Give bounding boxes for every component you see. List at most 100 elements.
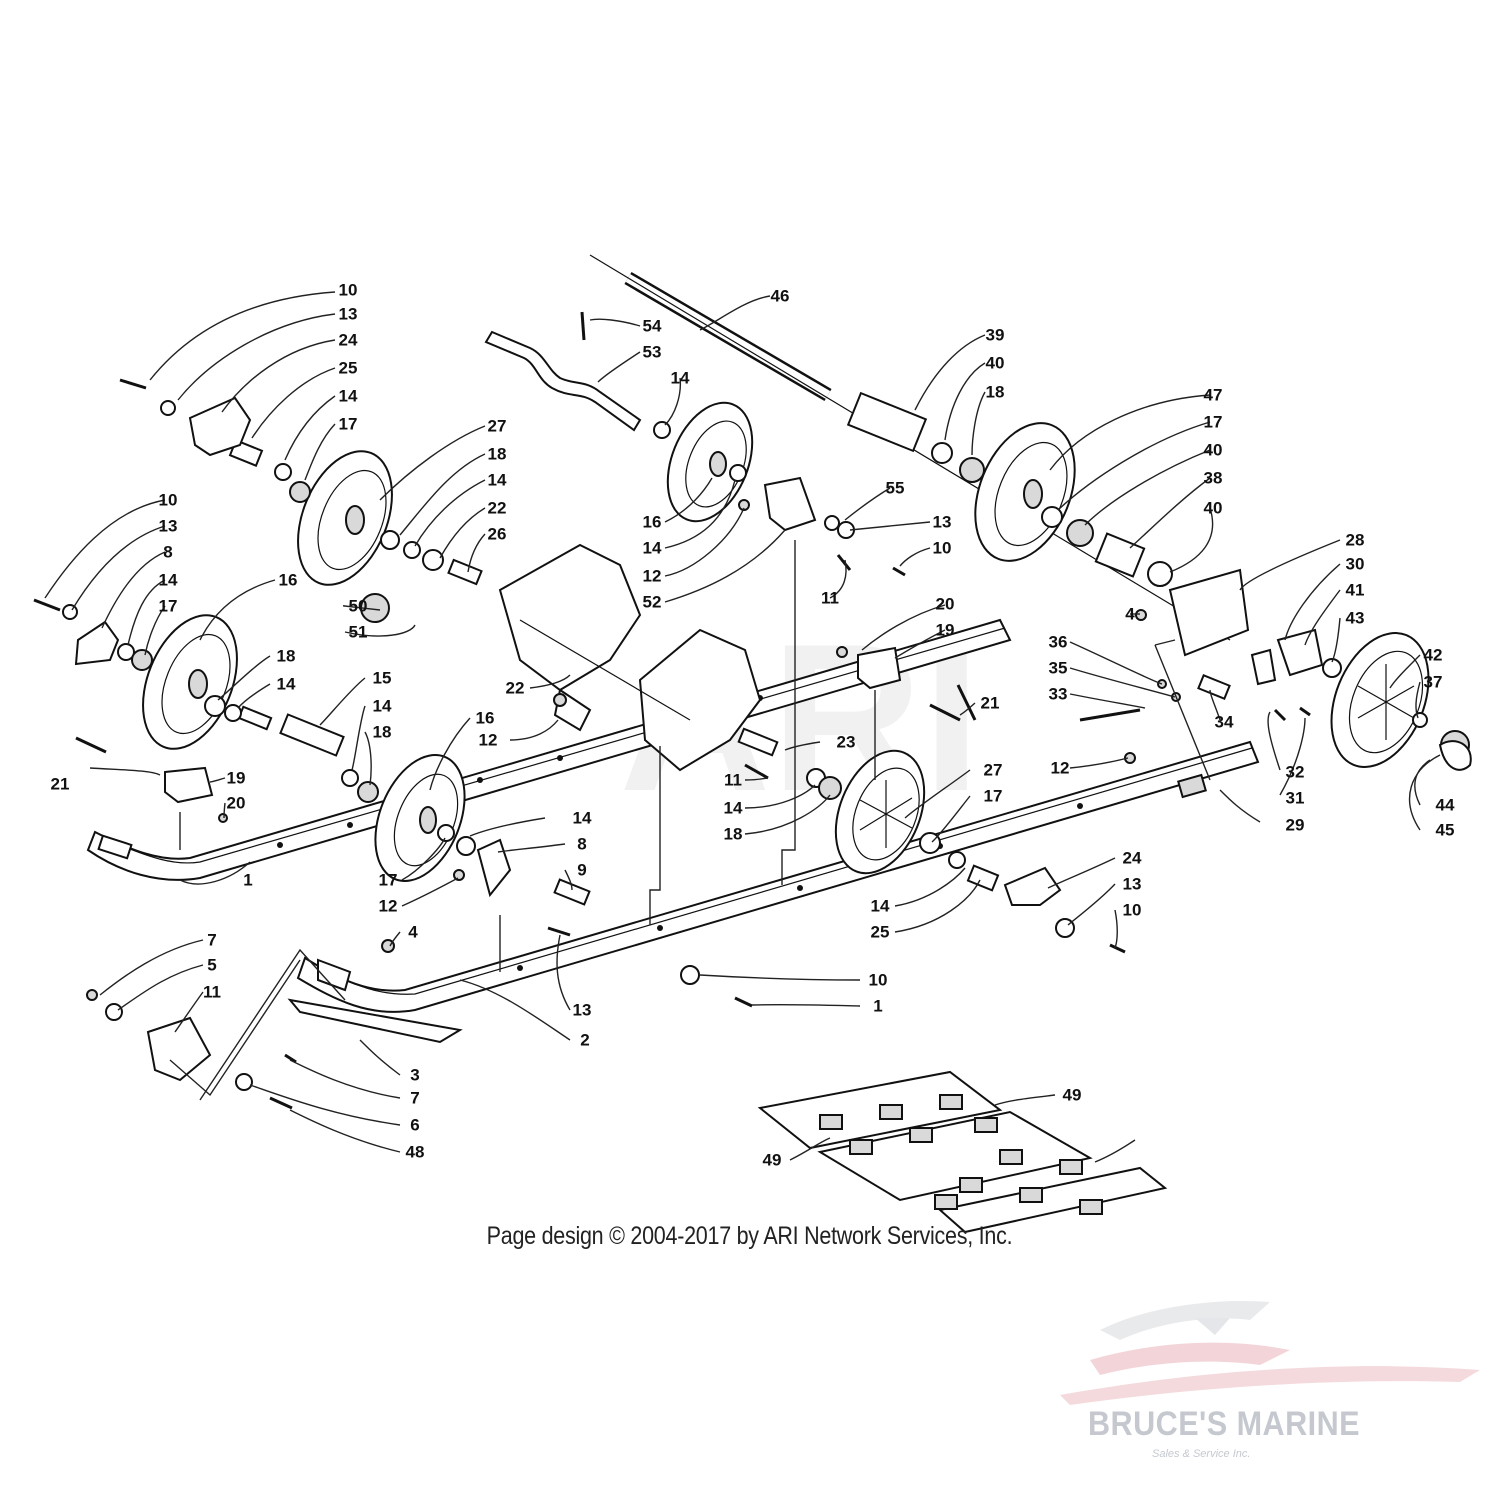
callout-18: 18 <box>373 723 392 742</box>
callout-53: 53 <box>643 343 662 362</box>
callout-23: 23 <box>837 733 856 752</box>
callout-20: 20 <box>936 595 955 614</box>
callout-46: 46 <box>771 287 790 306</box>
callout-36: 36 <box>1049 633 1068 652</box>
spacers-and-bushings <box>228 391 1231 906</box>
callout-30: 30 <box>1346 555 1365 574</box>
callout-21: 21 <box>51 775 70 794</box>
callout-4: 4 <box>1125 605 1135 624</box>
callout-25: 25 <box>871 923 890 942</box>
callout-10: 10 <box>869 971 888 990</box>
callout-33: 33 <box>1049 685 1068 704</box>
callout-34: 34 <box>1215 713 1234 732</box>
rail-clip <box>97 834 133 860</box>
callout-22: 22 <box>488 499 507 518</box>
callout-21: 21 <box>981 694 1000 713</box>
callout-14: 14 <box>339 387 358 406</box>
callout-15: 15 <box>373 669 392 688</box>
callout-13: 13 <box>339 305 358 324</box>
callout-1: 1 <box>873 997 882 1016</box>
brand-logo <box>1060 1300 1480 1405</box>
callout-2: 2 <box>580 1031 589 1050</box>
callout-47: 47 <box>1204 386 1223 405</box>
callout-17: 17 <box>159 597 178 616</box>
callout-11: 11 <box>724 771 742 790</box>
pivot-frame <box>498 543 762 772</box>
callout-28: 28 <box>1346 531 1365 550</box>
callout-51: 51 <box>349 623 368 642</box>
callout-25: 25 <box>339 359 358 378</box>
callout-9: 9 <box>577 861 586 880</box>
callout-38: 38 <box>1204 469 1223 488</box>
callout-14: 14 <box>373 697 392 716</box>
callout-13: 13 <box>573 1001 592 1020</box>
callout-37: 37 <box>1424 673 1443 692</box>
callout-16: 16 <box>279 571 298 590</box>
callout-54: 54 <box>643 317 662 336</box>
callout-10: 10 <box>933 539 952 558</box>
callout-8: 8 <box>163 543 172 562</box>
callout-49: 49 <box>763 1151 782 1170</box>
torque-arm <box>484 330 642 432</box>
callout-12: 12 <box>479 731 498 750</box>
bolts <box>33 311 1311 1110</box>
callout-19: 19 <box>227 769 246 788</box>
callout-11: 11 <box>821 589 839 608</box>
callout-10: 10 <box>1123 901 1142 920</box>
callout-55: 55 <box>886 479 905 498</box>
callout-13: 13 <box>933 513 952 532</box>
callout-17: 17 <box>984 787 1003 806</box>
callout-26: 26 <box>488 525 507 544</box>
callout-32: 32 <box>1286 763 1305 782</box>
callout-4: 4 <box>408 923 418 942</box>
callout-14: 14 <box>159 571 178 590</box>
callout-20: 20 <box>227 794 246 813</box>
wheel-42-spoked <box>1330 632 1430 768</box>
wheel-47 <box>974 422 1076 562</box>
callout-8: 8 <box>577 835 586 854</box>
callout-14: 14 <box>277 675 296 694</box>
callout-12: 12 <box>379 897 398 916</box>
rail-bracket <box>1177 773 1207 799</box>
callout-43: 43 <box>1346 609 1365 628</box>
callout-41: 41 <box>1346 581 1365 600</box>
callout-40: 40 <box>1204 441 1223 460</box>
callout-5: 5 <box>207 956 216 975</box>
callout-17: 17 <box>379 871 398 890</box>
callout-18: 18 <box>488 445 507 464</box>
callout-10: 10 <box>339 281 358 300</box>
wheel-27-lower-spoked <box>834 749 926 875</box>
callout-12: 12 <box>1051 759 1070 778</box>
wheel-16-top <box>666 401 754 523</box>
callout-17: 17 <box>339 415 358 434</box>
callout-49: 49 <box>1063 1086 1082 1105</box>
callout-29: 29 <box>1286 816 1305 835</box>
watermark-brand-name: BRUCE'S MARINE <box>1088 1405 1360 1443</box>
callout-7: 7 <box>410 1089 419 1108</box>
callout-42: 42 <box>1424 646 1443 665</box>
callout-45: 45 <box>1436 821 1455 840</box>
callout-11: 11 <box>203 983 221 1002</box>
callout-13: 13 <box>159 517 178 536</box>
callout-6: 6 <box>410 1116 419 1135</box>
callout-40: 40 <box>986 354 1005 373</box>
callout-14: 14 <box>573 809 592 828</box>
wheel-16-left <box>142 614 238 750</box>
callout-1: 1 <box>243 871 252 890</box>
callout-7: 7 <box>207 931 216 950</box>
copyright-notice: Page design © 2004-2017 by ARI Network S… <box>486 1222 1013 1250</box>
callout-14: 14 <box>643 539 662 558</box>
track-section <box>757 1070 1168 1234</box>
callout-12: 12 <box>643 567 662 586</box>
callout-31: 31 <box>1286 789 1305 808</box>
callout-16: 16 <box>643 513 662 532</box>
callout-24: 24 <box>1123 849 1142 868</box>
callout-14: 14 <box>488 471 507 490</box>
callout-18: 18 <box>724 825 743 844</box>
callout-50: 50 <box>349 597 368 616</box>
callout-48: 48 <box>406 1143 425 1162</box>
callout-14: 14 <box>671 369 690 388</box>
callout-35: 35 <box>1049 659 1068 678</box>
